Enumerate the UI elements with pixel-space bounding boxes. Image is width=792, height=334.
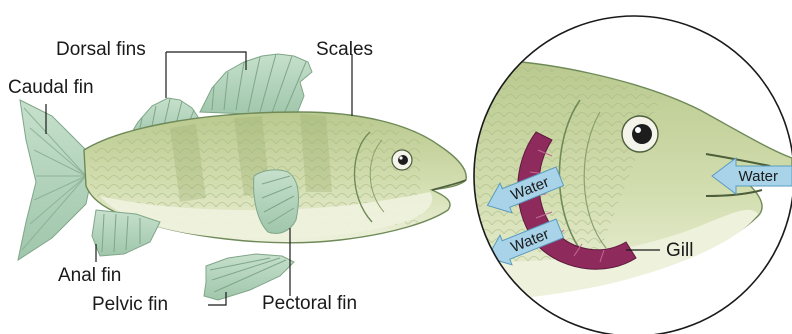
caudal-fin-label: Caudal fin xyxy=(8,78,94,97)
anal-fin-label: Anal fin xyxy=(58,266,121,285)
gill-label: Gill xyxy=(666,241,693,260)
eye-highlight xyxy=(399,156,402,159)
fish-pupil xyxy=(398,155,408,165)
water-in-label: Water xyxy=(739,168,778,185)
dorsal-fin-spiny xyxy=(200,54,312,116)
dorsal-fins-label: Dorsal fins xyxy=(56,40,146,59)
body-bands xyxy=(170,114,332,202)
head-eye-highlight xyxy=(635,127,641,133)
scales-label: Scales xyxy=(316,40,373,59)
head-pupil xyxy=(632,124,652,144)
pectoral-fin-label: Pectoral fin xyxy=(262,294,357,313)
pelvic-fin-label: Pelvic fin xyxy=(92,295,168,314)
